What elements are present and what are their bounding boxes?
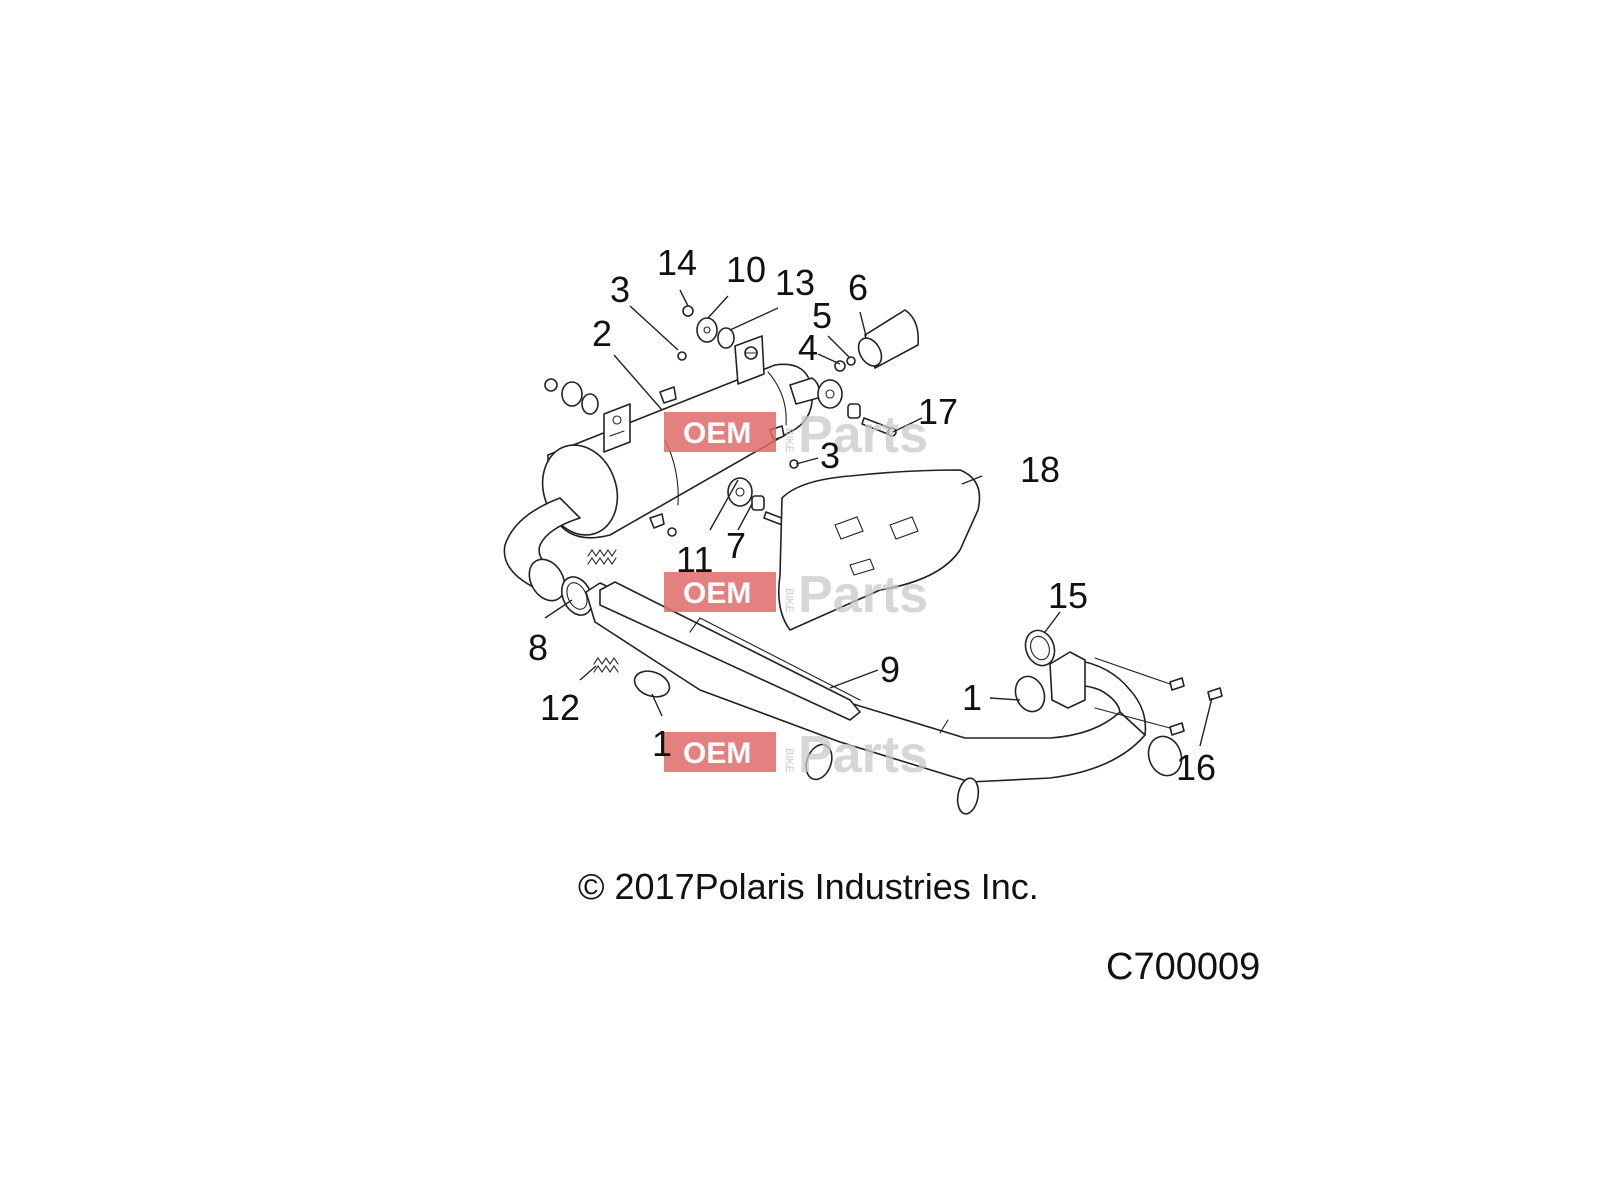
callout-4: 4 (798, 327, 818, 368)
callout-1-right: 1 (962, 677, 982, 718)
callout-8: 8 (528, 627, 548, 668)
callout-5: 5 (812, 295, 832, 336)
callout-10: 10 (726, 249, 766, 290)
callout-15: 15 (1048, 575, 1088, 616)
heat-shield (777, 469, 981, 631)
leader-lines (544, 289, 1213, 747)
callout-7: 7 (726, 525, 746, 566)
callout-3-top: 3 (610, 269, 630, 310)
svg-text:BIKE: BIKE (783, 428, 795, 453)
watermark-2: OEM BIKE Parts (664, 566, 928, 624)
callout-9: 9 (880, 649, 900, 690)
callout-11: 11 (676, 539, 713, 580)
svg-text:Parts: Parts (798, 726, 928, 784)
callout-12: 12 (540, 687, 580, 728)
callouts: 14 10 13 3 6 5 2 4 17 3 18 11 7 15 8 9 1… (528, 242, 1216, 788)
svg-text:OEM: OEM (683, 577, 751, 610)
callout-1-left: 1 (652, 723, 672, 764)
svg-text:BIKE: BIKE (783, 588, 795, 613)
svg-text:BIKE: BIKE (783, 748, 795, 773)
svg-text:Parts: Parts (798, 406, 928, 464)
copyright-notice: © 2017Polaris Industries Inc. (578, 866, 1039, 907)
callout-17: 17 (918, 391, 958, 432)
callout-16: 16 (1176, 747, 1216, 788)
exhaust-gasket (1024, 629, 1056, 667)
callout-14: 14 (657, 242, 697, 283)
muffler-inlet-elbow (503, 497, 581, 602)
flange-studs (1094, 657, 1223, 736)
gasket-ring (560, 576, 594, 616)
callout-2: 2 (592, 313, 612, 354)
figure-code: C700009 (1106, 946, 1261, 988)
callout-18: 18 (1020, 449, 1060, 490)
tail-cap (857, 309, 920, 369)
callout-3-mid: 3 (820, 435, 840, 476)
watermark-3: OEM BIKE Parts (664, 726, 928, 784)
callout-6: 6 (848, 267, 868, 308)
svg-text:OEM: OEM (683, 737, 751, 770)
springs (587, 549, 619, 673)
watermark: OEM BIKE Parts OEM BIKE Parts OEM BIKE P… (664, 406, 928, 784)
clamps (633, 670, 1183, 815)
watermark-1: OEM BIKE Parts (664, 406, 928, 464)
svg-text:Parts: Parts (798, 566, 928, 624)
svg-text:OEM: OEM (683, 417, 751, 450)
callout-13: 13 (775, 262, 815, 303)
